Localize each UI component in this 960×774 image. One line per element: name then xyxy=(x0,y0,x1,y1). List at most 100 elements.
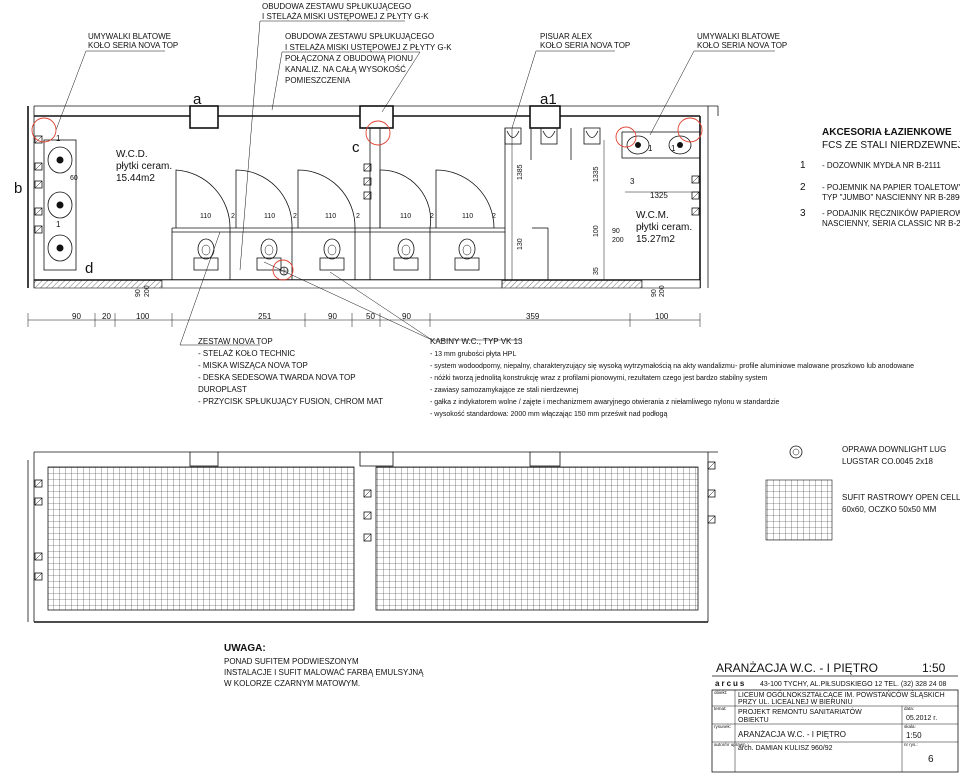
acc-num-1-left: 1 xyxy=(56,134,61,143)
callout-housing: OBUDOWA ZESTAWU SPŁUKUJĄCEGO I STELAŻA M… xyxy=(271,32,452,113)
accessory-2-text-2: TYP "JUMBO" NASCIENNY NR B-2890 xyxy=(822,193,960,202)
svg-text:- PRZYCISK SPŁUKUJĄCY FUSION,: - PRZYCISK SPŁUKUJĄCY FUSION, CHROM MAT xyxy=(198,397,383,406)
accessories-title-2: FCS ZE STALI NIERDZEWNEJ xyxy=(822,140,960,151)
dim-35: 35 xyxy=(593,267,600,275)
dim-110-1: 110 xyxy=(200,213,211,220)
accessory-3-text-2: NASCIENNY, SERIA CLASSIC NR B-262 xyxy=(822,219,960,228)
ceiling-plan xyxy=(27,451,718,623)
dim-90-right: 90 xyxy=(612,228,620,235)
svg-text:temat:: temat: xyxy=(714,706,727,711)
floor-plan: 60 1 1 W.C.D. płytki ceram. 15.44m2 xyxy=(27,105,719,297)
accessories-title-1: AKCESORIA ŁAZIENKOWE xyxy=(822,127,952,138)
svg-text:KOŁO SERIA NOVA TOP: KOŁO SERIA NOVA TOP xyxy=(540,41,630,50)
dim-110-3: 110 xyxy=(325,213,336,220)
dim-bottom-7: 90 xyxy=(402,312,411,321)
dimension-chain: 90 20 100 251 90 50 90 359 100 xyxy=(27,312,701,327)
callout-countertop-left: UMYWALKI BLATOWE KOŁO SERIA NOVA TOP xyxy=(55,32,178,131)
svg-text:- wysokość standardowa: 2000 m: - wysokość standardowa: 2000 mm włączają… xyxy=(430,411,667,418)
room-wcd-name: W.C.D. xyxy=(116,149,148,160)
date-value: 05.2012 r. xyxy=(906,715,937,722)
svg-text:OBUDOWA ZESTAWU SPŁUKUJĄCEGO: OBUDOWA ZESTAWU SPŁUKUJĄCEGO xyxy=(285,32,434,41)
dim-bottom-3: 100 xyxy=(136,312,150,321)
svg-text:KANALIZ. NA CAŁĄ WYSOKOŚĆ: KANALIZ. NA CAŁĄ WYSOKOŚĆ xyxy=(285,65,406,74)
dim-2-4: 2 xyxy=(430,213,434,220)
sheet-title: ARANŻACJA W.C. - I PIĘTRO xyxy=(716,661,878,675)
svg-text:- zawiasy samozamykające ze st: - zawiasy samozamykające ze stali nierdz… xyxy=(430,387,579,394)
dim-90-far: 90 xyxy=(651,289,658,297)
object-line-1: LICEUM OGÓLNOKSZTAŁCĄCE IM. POWSTAŃCÓW Ś… xyxy=(738,690,945,699)
svg-text:- 13 mm grubości płyta HPL: - 13 mm grubości płyta HPL xyxy=(430,351,516,358)
svg-text:rysunek:: rysunek: xyxy=(714,724,731,729)
dim-200-left: 200 xyxy=(144,285,151,297)
dim-bottom-4: 251 xyxy=(258,312,272,321)
sheet-scale-big: 1:50 xyxy=(922,661,946,675)
dim-90-left: 90 xyxy=(135,289,142,297)
accessory-3-text-1: - PODAJNIK RĘCZNIKÓW PAPIEROWYCH xyxy=(822,209,960,218)
svg-text:- STELAŻ KOŁO TECHNIC: - STELAŻ KOŁO TECHNIC xyxy=(198,349,295,358)
dim-2-5: 2 xyxy=(492,213,496,220)
svg-text:PONAD SUFITEM PODWIESZONYM: PONAD SUFITEM PODWIESZONYM xyxy=(224,657,359,666)
svg-text:nr rys.:: nr rys.: xyxy=(904,742,918,747)
dim-200-right: 200 xyxy=(612,237,624,244)
legend-ceiling-2: 60x60, OCZKO 50x50 MM xyxy=(842,505,937,514)
dim-130: 130 xyxy=(517,238,524,250)
svg-text:UWAGA:: UWAGA: xyxy=(224,643,266,654)
uwaga-note: UWAGA: PONAD SUFITEM PODWIESZONYM INSTAL… xyxy=(224,643,424,688)
acc-num-3: 3 xyxy=(630,177,635,186)
svg-text:data:: data: xyxy=(904,706,914,711)
legend-downlight-2: LUGSTAR CO.0045 2x18 xyxy=(842,457,934,466)
accessory-1-num: 1 xyxy=(800,160,806,171)
accessories-legend: AKCESORIA ŁAZIENKOWE FCS ZE STALI NIERDZ… xyxy=(800,127,960,228)
svg-text:- DESKA SEDESOWA TWARDA NOVA T: - DESKA SEDESOWA TWARDA NOVA TOP xyxy=(198,373,356,382)
svg-text:INSTALACJE I SUFIT MALOWAĆ FAR: INSTALACJE I SUFIT MALOWAĆ FARBĄ EMULSYJ… xyxy=(224,668,424,677)
sheet-number: 6 xyxy=(928,754,934,765)
dim-110-4: 110 xyxy=(400,213,411,220)
object-line-2: PRZY UL. LICEALNEJ W BIERUNIU xyxy=(738,699,853,706)
svg-text:UMYWALKI BLATOWE: UMYWALKI BLATOWE xyxy=(697,32,780,41)
svg-text:autor/nr uprawn.:: autor/nr uprawn.: xyxy=(714,742,748,747)
dim-bottom-6: 50 xyxy=(366,312,375,321)
ceiling-legend: OPRAWA DOWNLIGHT LUG LUGSTAR CO.0045 2x1… xyxy=(765,445,960,541)
drawing-name: ARANŻACJA W.C. - I PIĘTRO xyxy=(738,730,846,739)
acc-num-1-right-b: 1 xyxy=(671,144,676,153)
svg-text:PISUAR ALEX: PISUAR ALEX xyxy=(540,32,593,41)
accessory-1-text: - DOZOWNIK MYDŁA NR B-2111 xyxy=(822,161,941,170)
dim-1335: 1335 xyxy=(593,166,600,182)
room-wcm-area: 15.27m2 xyxy=(636,234,675,245)
dim-2-3: 2 xyxy=(356,213,360,220)
callout-urinal: PISUAR ALEX KOŁO SERIA NOVA TOP xyxy=(511,32,630,129)
axis-label-d: d xyxy=(85,260,93,277)
callout-countertop-right: UMYWALKI BLATOWE KOŁO SERIA NOVA TOP xyxy=(649,32,787,136)
firm-logo: arcus xyxy=(715,679,746,688)
scale-value: 1:50 xyxy=(906,731,922,740)
svg-text:- MISKA WISZĄCA NOVA TOP: - MISKA WISZĄCA NOVA TOP xyxy=(198,361,308,370)
svg-text:UMYWALKI BLATOWE: UMYWALKI BLATOWE xyxy=(88,32,171,41)
svg-text:- profile aluminiowe malowane: - profile aluminiowe malowane proszkowo … xyxy=(735,363,914,370)
accessory-3-num: 3 xyxy=(800,208,806,219)
dim-60: 60 xyxy=(70,175,78,182)
callout-top-housing-line2: I STELAŻA MISKI USTĘPOWEJ Z PŁYTY G-K xyxy=(262,12,429,21)
svg-text:POŁĄCZONA Z OBUDOWĄ PIONU: POŁĄCZONA Z OBUDOWĄ PIONU xyxy=(285,54,413,63)
author-value: arch. DAMIAN KULISZ 960/92 xyxy=(738,745,833,752)
dim-2-1: 2 xyxy=(231,213,235,220)
dim-bottom-9: 100 xyxy=(655,312,669,321)
dim-1385: 1385 xyxy=(517,164,524,180)
svg-text:skala:: skala: xyxy=(904,724,916,729)
svg-text:- gałka z indykatorem wolne /: - gałka z indykatorem wolne / zajęte i m… xyxy=(430,399,779,406)
stage-line-1: PROJEKT REMONTU SANITARIATÓW xyxy=(738,707,862,716)
acc-num-1-left-b: 1 xyxy=(56,220,61,229)
svg-text:KOŁO SERIA NOVA TOP: KOŁO SERIA NOVA TOP xyxy=(88,41,178,50)
room-wcd-area: 15.44m2 xyxy=(116,173,155,184)
svg-text:- system wodoodporny, niepalny: - system wodoodporny, niepalny, charakte… xyxy=(430,363,735,370)
title-block: ARANŻACJA W.C. - I PIĘTRO 1:50 arcus 43-… xyxy=(711,661,959,773)
svg-text:KOŁO SERIA NOVA TOP: KOŁO SERIA NOVA TOP xyxy=(697,41,787,50)
dim-bottom-2: 20 xyxy=(102,312,111,321)
accessory-2-num: 2 xyxy=(800,182,806,193)
axis-label-c: c xyxy=(352,139,360,156)
dim-bottom-5: 90 xyxy=(328,312,337,321)
zestaw-notes: ZESTAW NOVA TOP - STELAŻ KOŁO TECHNIC - … xyxy=(180,337,383,406)
svg-text:W KOLORZE CZARNYM MATOWYM.: W KOLORZE CZARNYM MATOWYM. xyxy=(224,679,360,688)
svg-text:- nóżki tworzą jednolitą konst: - nóżki tworzą jednolitą konstrukcję wra… xyxy=(430,375,767,382)
room-wcd-finish: płytki ceram. xyxy=(116,161,172,172)
